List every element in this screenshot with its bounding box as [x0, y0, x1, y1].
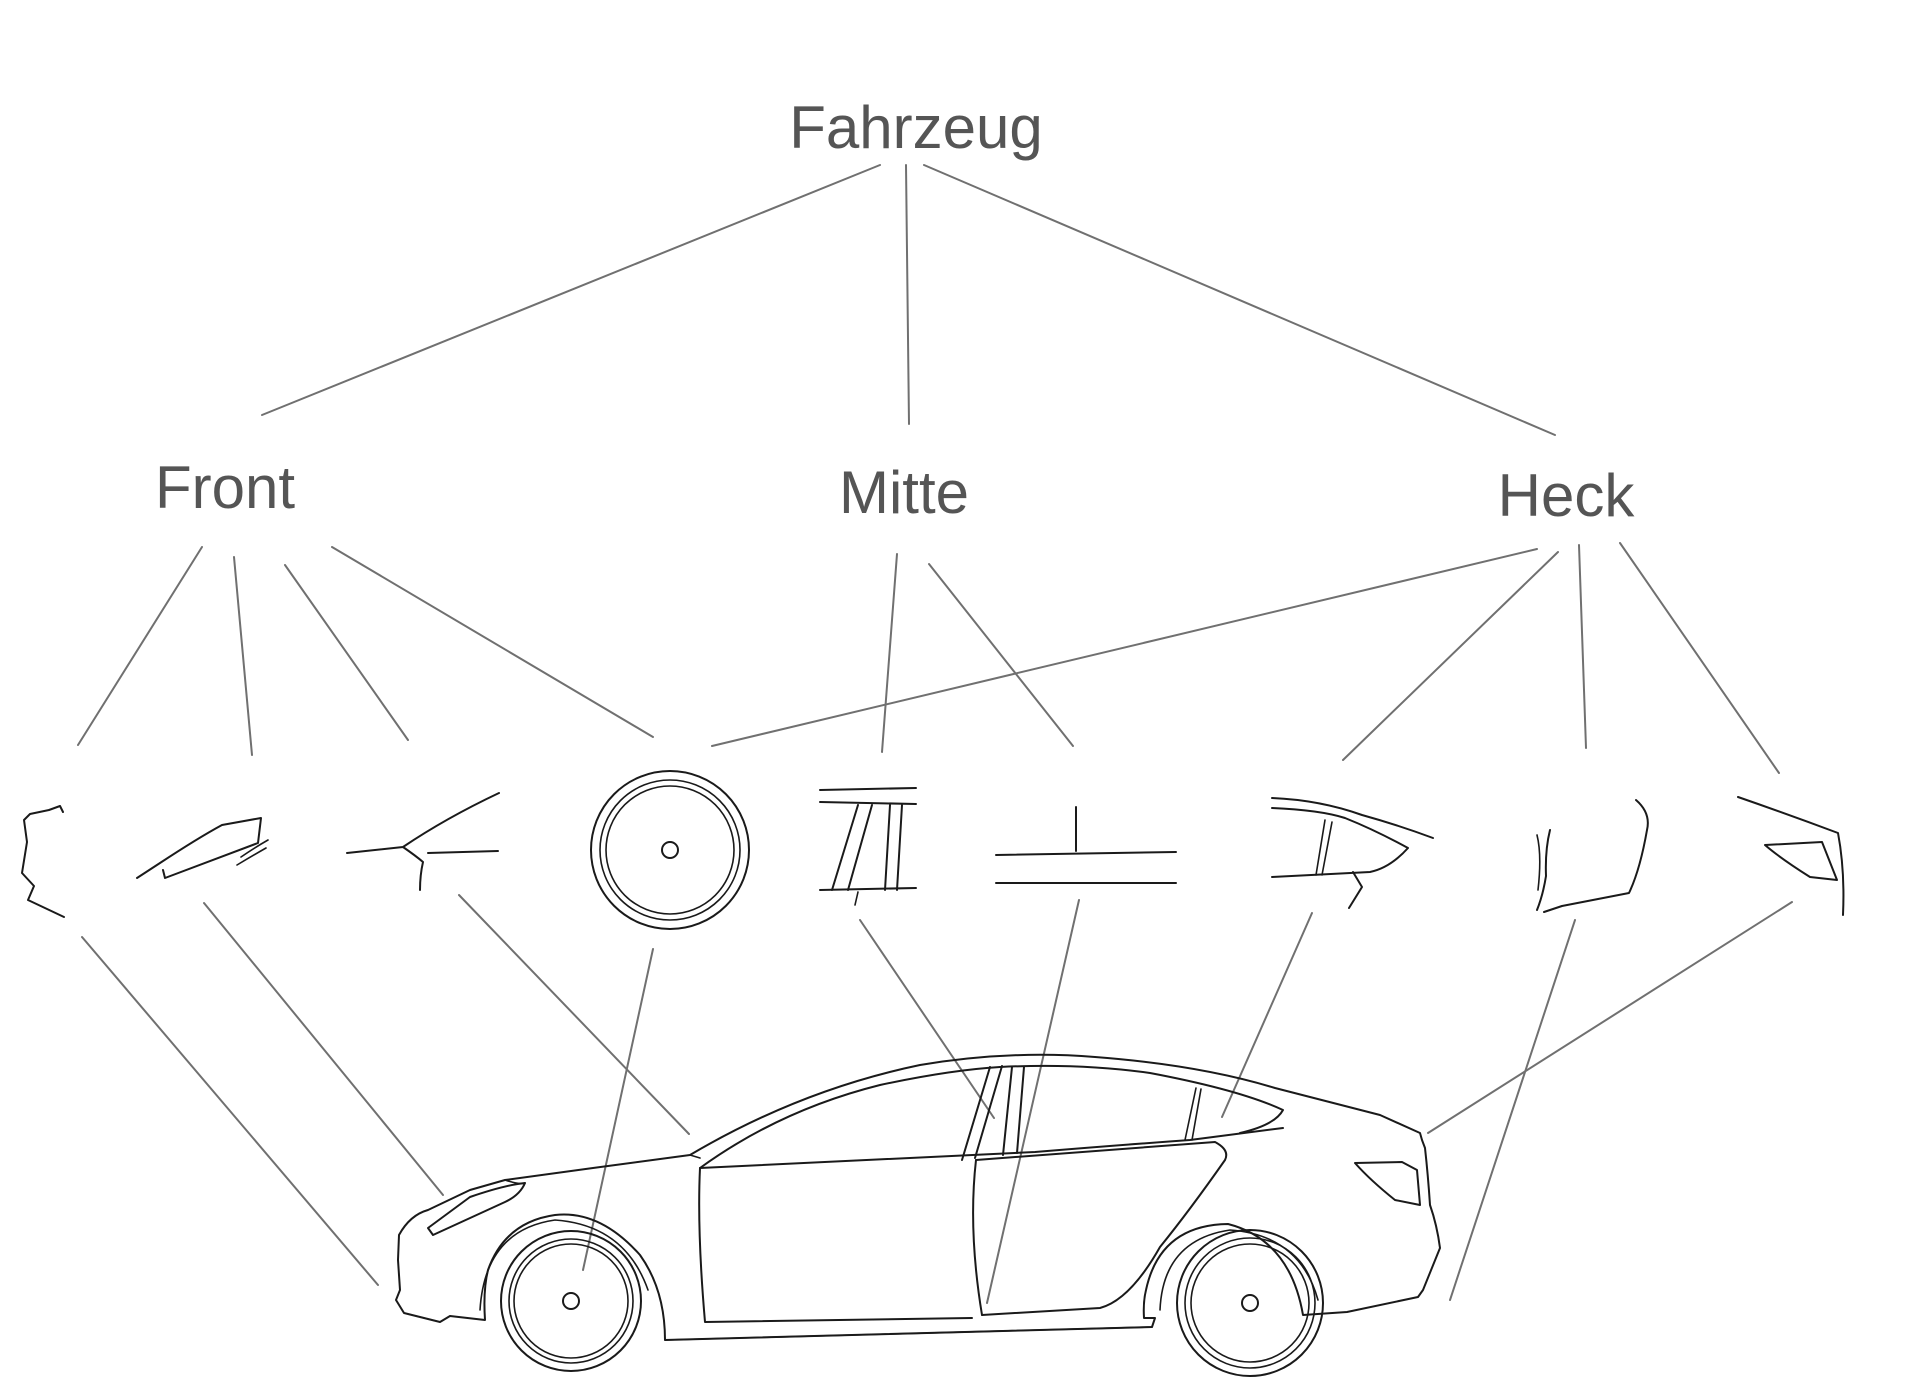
connector-bumper-car [81, 936, 379, 1286]
root-connectors [261, 164, 1556, 436]
connector-door-car [986, 899, 1080, 1304]
connector-front-wheel [331, 546, 654, 738]
group-label-front: Front [155, 454, 295, 521]
door-seam-icon [995, 806, 1177, 884]
connector-front-headlight [233, 556, 253, 756]
taillight-icon [1737, 796, 1845, 916]
connector-hood-car [458, 894, 690, 1135]
connector-headlight-car [203, 902, 444, 1196]
group-label-heck: Heck [1498, 462, 1636, 529]
part-to-car-connectors [81, 894, 1793, 1304]
connector-heck-taillight [1619, 542, 1780, 774]
hood-edge-icon [346, 792, 500, 891]
connector-root-front [261, 164, 881, 416]
connector-wheel-car [582, 948, 654, 1271]
connector-heck-window [1342, 551, 1559, 761]
front-bumper-icon [21, 805, 65, 918]
connector-front-bumper [77, 546, 203, 746]
connector-taillight-car [1427, 901, 1793, 1134]
connector-heck-bumper [1578, 544, 1587, 749]
rear-side-window-icon [1271, 797, 1434, 909]
connector-pillar-car [859, 919, 995, 1119]
b-pillar-icon [819, 787, 917, 906]
part-icons [21, 770, 1845, 930]
wheel-icon [590, 770, 750, 930]
connector-root-heck [923, 164, 1556, 436]
headlight-icon [136, 817, 269, 879]
connector-bumper-rear-car [1449, 919, 1576, 1301]
connector-heck-wheel [711, 548, 1538, 747]
connector-mitte-pillar [881, 553, 898, 753]
group-label-mitte: Mitte [839, 459, 969, 526]
connector-mitte-door [928, 563, 1074, 747]
group-connectors [77, 542, 1780, 774]
connector-window-car [1221, 912, 1313, 1118]
car-outline-icon [395, 1053, 1441, 1377]
root-label: Fahrzeug [789, 94, 1042, 161]
rear-bumper-icon [1536, 799, 1649, 913]
connector-root-mitte [905, 164, 910, 425]
connector-front-hood [284, 564, 409, 741]
